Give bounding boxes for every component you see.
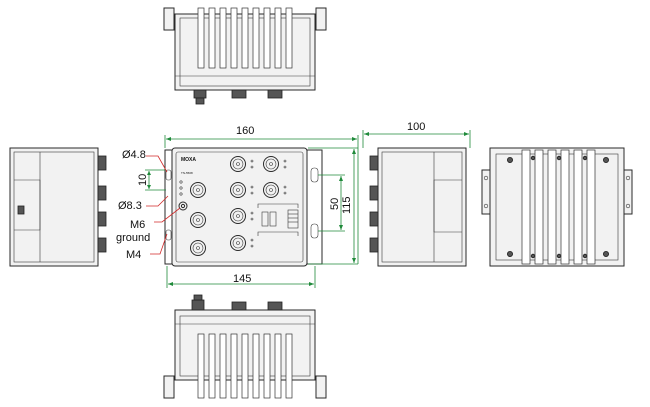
dim-145: 145 xyxy=(233,273,251,285)
label-screw-m4: M4 xyxy=(126,249,141,261)
label-ground-m6: M6 xyxy=(130,219,145,231)
brand-label: MOXA xyxy=(181,157,196,163)
dimension-lines xyxy=(145,130,471,288)
dim-50: 50 xyxy=(329,198,341,210)
port-connector-icon xyxy=(263,182,279,198)
annotation-texts: Ø4.8 Ø8.3 M6 ground M4 xyxy=(116,149,150,261)
rear-view-fins xyxy=(521,149,596,265)
model-label: TN-5508 xyxy=(181,171,193,175)
label-ground-text: ground xyxy=(116,232,150,244)
port-connector-icon xyxy=(230,182,246,198)
port-connector-icon xyxy=(230,235,246,251)
port-leds xyxy=(250,159,287,248)
console-connector-icon xyxy=(190,212,206,228)
left-side-view xyxy=(9,147,107,267)
top-view-connectors xyxy=(193,89,283,105)
front-view: MOXA TN-5508 xyxy=(164,147,323,267)
right-side-connectors xyxy=(369,155,379,253)
dip-switch-icon xyxy=(261,211,277,227)
label-hole-large: Ø8.3 xyxy=(118,200,142,212)
bottom-view-connectors xyxy=(191,294,283,311)
rear-view xyxy=(481,147,633,267)
port-connector-icon xyxy=(230,208,246,224)
bottom-view-fins xyxy=(197,333,293,399)
bottom-view xyxy=(163,294,327,399)
port-connector-icon xyxy=(190,240,206,256)
dim-100: 100 xyxy=(407,121,425,133)
left-side-connectors xyxy=(97,155,107,253)
m12-connectors xyxy=(190,156,279,256)
led-indicators xyxy=(179,180,183,196)
dim-160: 160 xyxy=(236,125,254,137)
dim-115: 115 xyxy=(341,196,353,214)
right-side-view xyxy=(369,147,467,267)
dimension-texts: 160 100 145 50 115 10 xyxy=(137,121,425,285)
top-view xyxy=(163,7,327,105)
port-connector-icon xyxy=(263,156,279,172)
power-connector-icon xyxy=(190,182,206,198)
rear-screw-icons xyxy=(506,155,610,259)
port-connector-icon xyxy=(230,156,246,172)
dim-10: 10 xyxy=(137,174,149,186)
annotation-leaders xyxy=(146,155,181,255)
ground-screw-icon xyxy=(178,201,188,211)
top-view-fins xyxy=(197,7,293,69)
label-hole-small: Ø4.8 xyxy=(122,149,146,161)
